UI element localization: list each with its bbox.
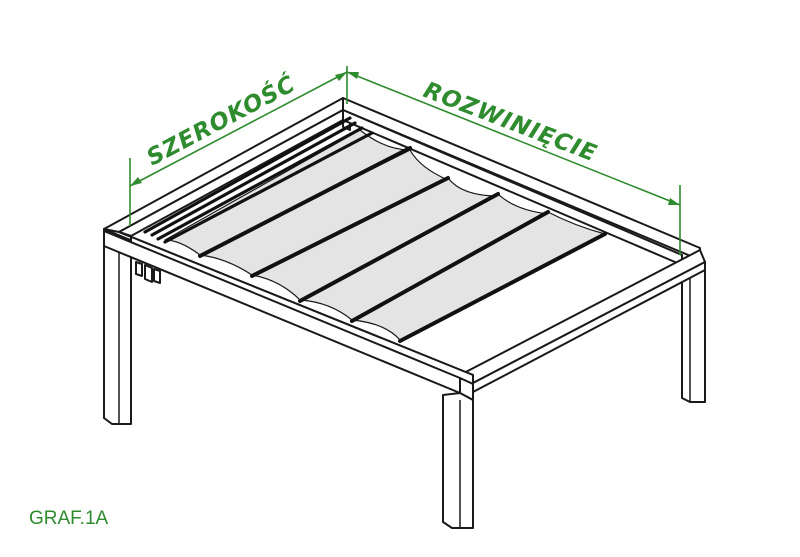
rail-4 xyxy=(350,210,550,323)
beam-right xyxy=(459,249,706,393)
rail-2 xyxy=(250,176,450,278)
canopy-rails xyxy=(143,116,607,343)
figure-caption: GRAF.1A xyxy=(29,508,109,529)
rail-1 xyxy=(198,146,412,258)
rail-3 xyxy=(298,192,500,303)
rail-closed-2 xyxy=(150,121,357,237)
post-front-right xyxy=(442,392,474,529)
rail-closed-1 xyxy=(143,116,352,234)
dimension-width xyxy=(129,66,348,226)
dimension-extension xyxy=(346,71,681,255)
post-front-left xyxy=(103,233,132,425)
clip-group xyxy=(135,261,161,284)
rail-5 xyxy=(398,232,607,343)
beam-front xyxy=(103,228,474,401)
rail-closed-4 xyxy=(163,131,374,244)
rail-closed-3 xyxy=(156,126,364,241)
